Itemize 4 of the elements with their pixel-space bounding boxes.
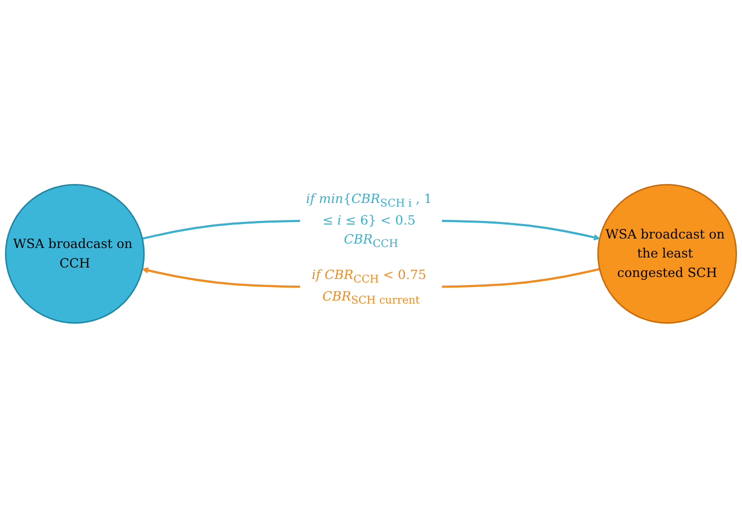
node-circle: WSA broadcast on CCH xyxy=(4,184,145,324)
edge-label: if min{CBR$_{SCH i}$ , 1 ≤ i ≤ 6} < 0.5 CBR$_{CCH}$ xyxy=(306,192,432,250)
node-circle: WSA broadcast on the least congested SCH xyxy=(597,184,738,324)
edge-label: if CBR$_{CCH}$ < 0.75 CBR$_{SCH current}$ xyxy=(312,268,426,307)
